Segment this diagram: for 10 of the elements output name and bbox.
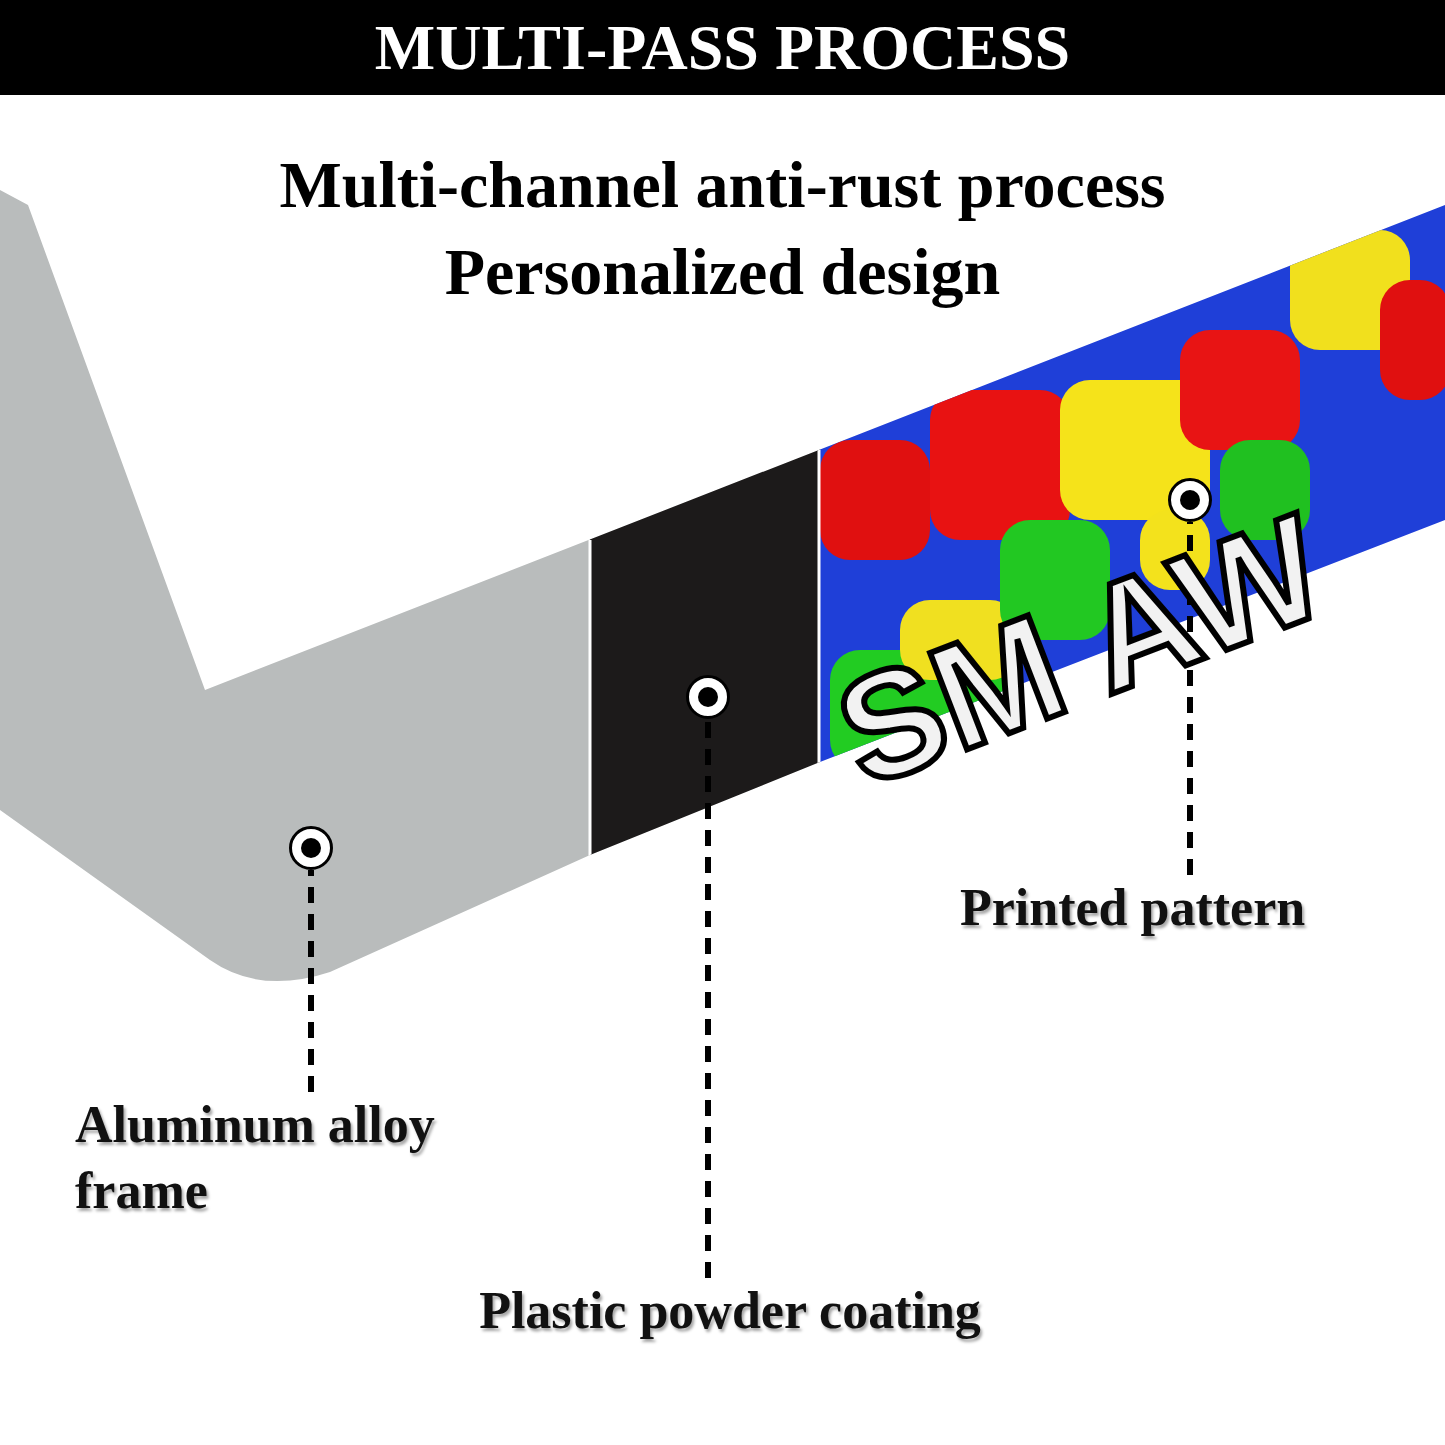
subtitle: Multi-channel anti-rust process	[278, 147, 1167, 223]
callout-label: Aluminum alloy frame	[75, 1095, 436, 1221]
callout-label: Printed pattern	[960, 878, 1307, 938]
callout-label: Plastic powder coating	[478, 1281, 982, 1341]
printed-lettering: SM AW	[815, 480, 1347, 821]
subtitle: Personalized design	[443, 234, 1002, 310]
leader-line	[705, 719, 711, 1278]
title-banner: MULTI-PASS PROCESS	[0, 0, 1445, 95]
leader-line	[1187, 522, 1193, 875]
leader-line	[308, 870, 314, 1092]
